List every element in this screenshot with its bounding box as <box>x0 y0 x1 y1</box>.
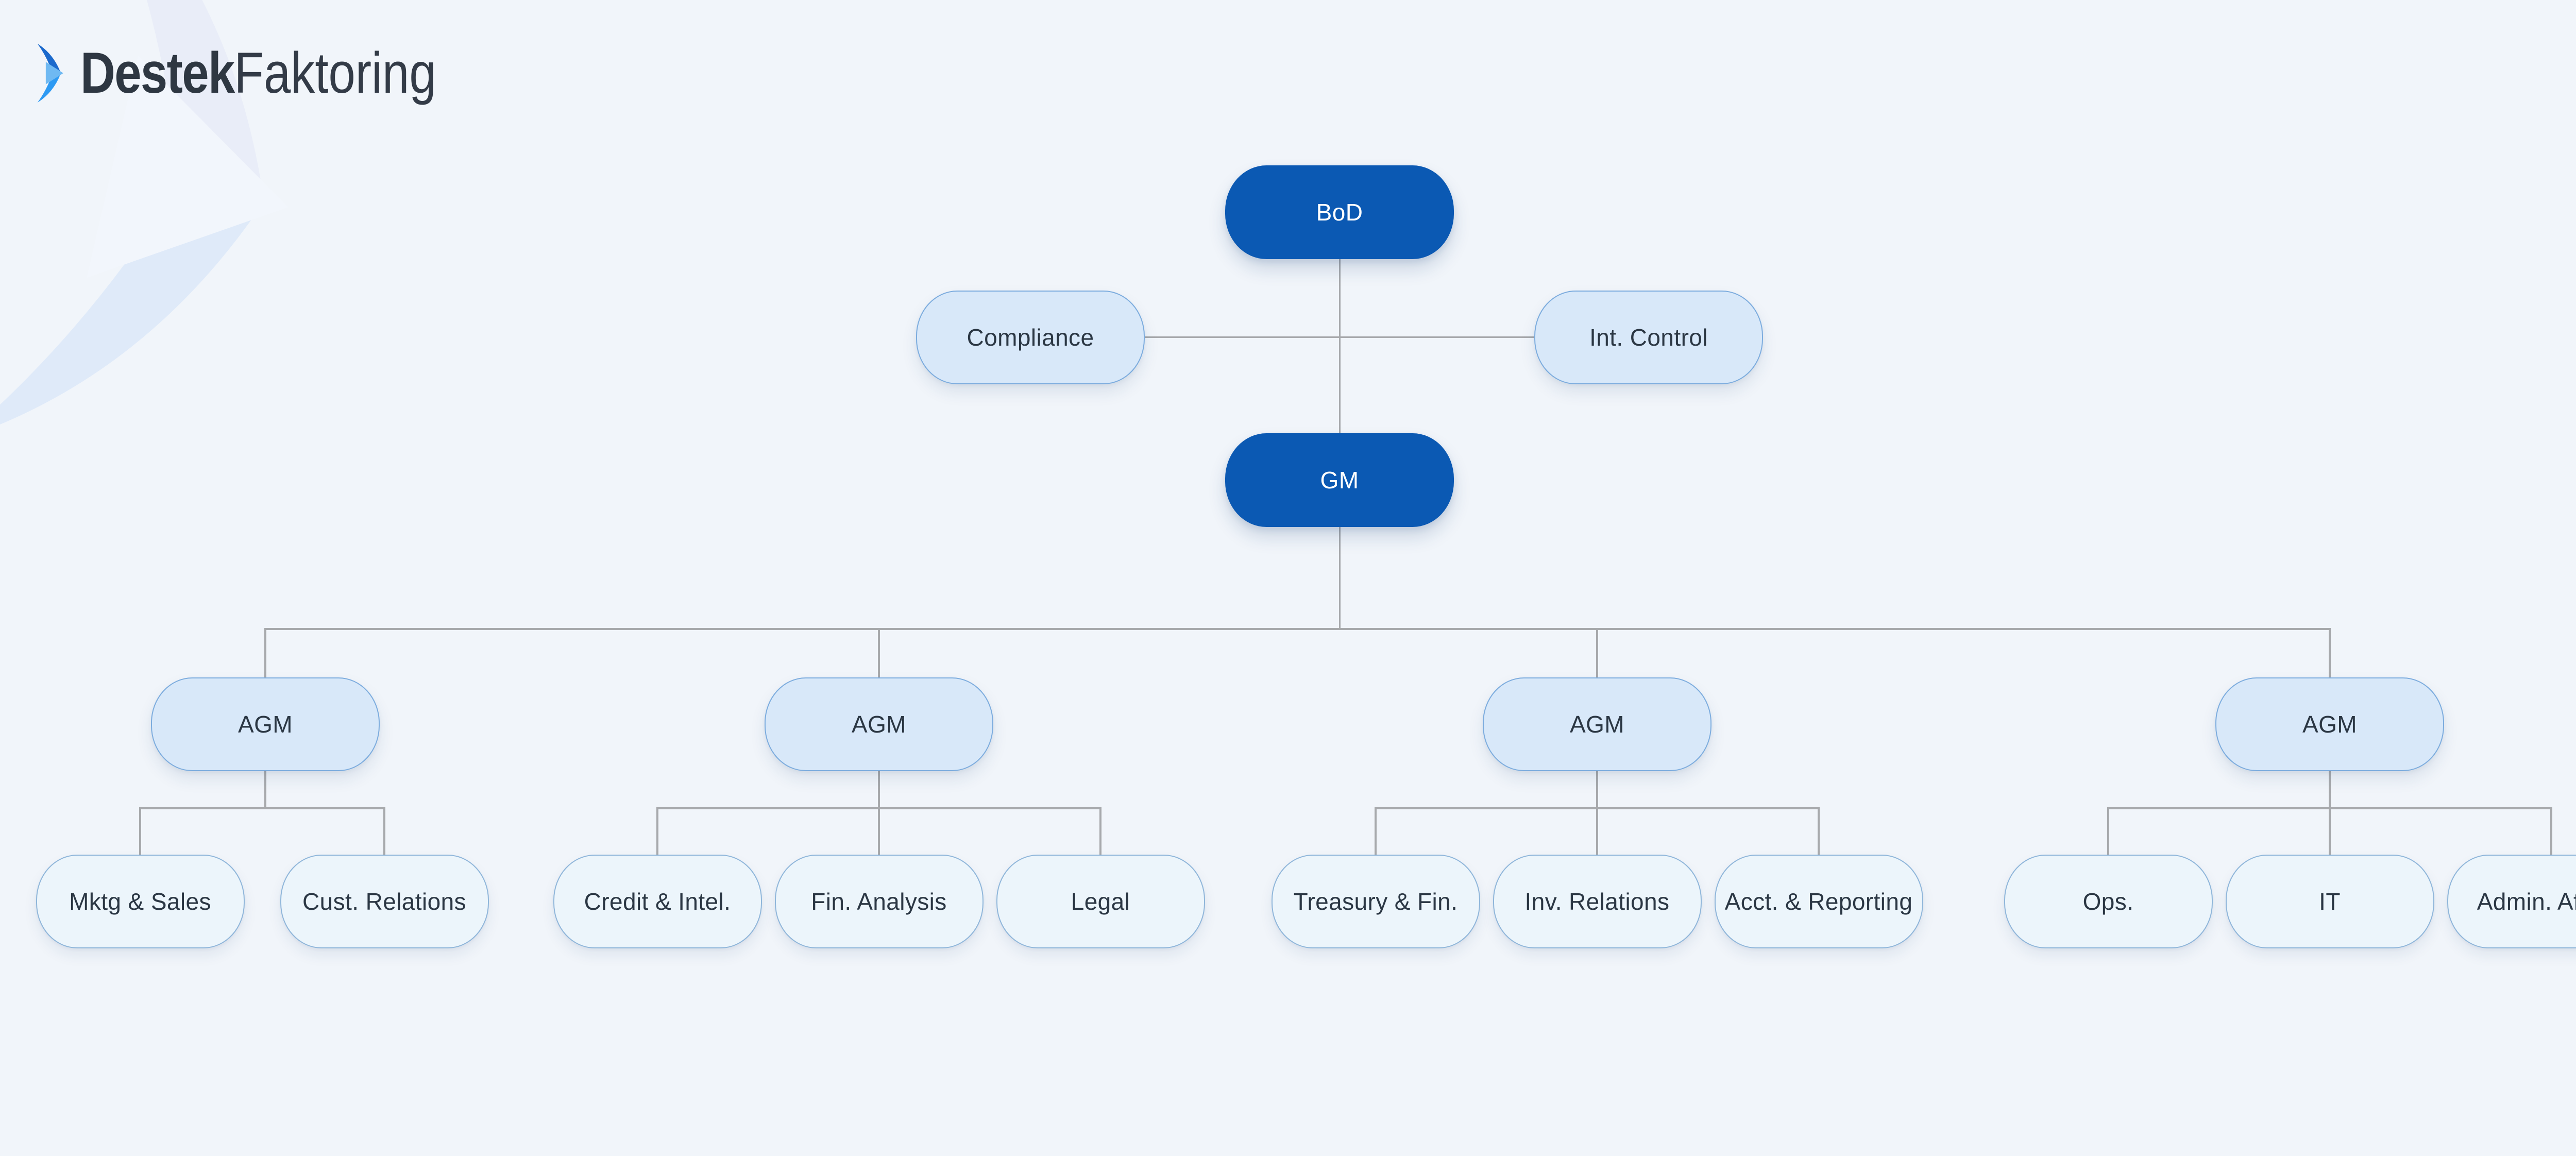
connector-mid-child-1-1 <box>139 807 141 855</box>
connector-trunk-agm-4 <box>2329 628 2331 677</box>
node-bod-label: BoD <box>1316 198 1363 226</box>
node-mktg-sales-label: Mktg & Sales <box>69 888 211 915</box>
connector-agm-mid-2 <box>878 771 880 809</box>
connector-staff <box>1145 336 1534 338</box>
node-agm-1: AGM <box>151 677 380 771</box>
brand-logo: DestekFaktoring <box>32 43 504 103</box>
node-cust-relations: Cust. Relations <box>280 855 489 948</box>
node-agm-2: AGM <box>765 677 993 771</box>
node-ops-label: Ops. <box>2082 888 2134 915</box>
connector-trunk-agm-3 <box>1596 628 1598 677</box>
node-int-control: Int. Control <box>1534 291 1763 384</box>
node-inv-relations: Inv. Relations <box>1493 855 1702 948</box>
node-credit-intel-label: Credit & Intel. <box>584 888 731 915</box>
node-ops: Ops. <box>2004 855 2213 948</box>
node-compliance: Compliance <box>916 291 1145 384</box>
node-agm-3: AGM <box>1483 677 1711 771</box>
brand-logo-text: DestekFaktoring <box>80 44 436 102</box>
node-bod: BoD <box>1225 165 1454 259</box>
connector-agm-mid-1 <box>264 771 266 809</box>
node-legal: Legal <box>996 855 1205 948</box>
node-compliance-label: Compliance <box>967 324 1094 351</box>
node-inv-relations-label: Inv. Relations <box>1524 888 1670 915</box>
node-mktg-sales: Mktg & Sales <box>36 855 245 948</box>
node-admin-affairs: Admin. Affairs <box>2447 855 2576 948</box>
node-gm: GM <box>1225 433 1454 527</box>
node-agm-1-label: AGM <box>238 710 293 738</box>
node-acct-reporting-label: Acct. & Reporting <box>1724 888 1913 915</box>
node-agm-2-label: AGM <box>852 710 906 738</box>
connector-trunk-agm-1 <box>264 628 266 677</box>
brand-name-bold: Destek <box>80 41 235 105</box>
connector-mid-child-1-2 <box>383 807 385 855</box>
brand-name-light: Faktoring <box>234 41 436 105</box>
node-cust-relations-label: Cust. Relations <box>302 888 466 915</box>
connector-mid-child-4-1 <box>2107 807 2109 855</box>
connector-agm-mid-3 <box>1596 771 1598 809</box>
connector-mid-child-3-3 <box>1818 807 1820 855</box>
node-treasury-fin-label: Treasury & Fin. <box>1293 888 1458 915</box>
node-int-control-label: Int. Control <box>1589 324 1708 351</box>
node-agm-4: AGM <box>2215 677 2444 771</box>
node-legal-label: Legal <box>1071 888 1130 915</box>
connector-mid-child-3-1 <box>1375 807 1377 855</box>
connector-trunk-agm-2 <box>878 628 880 677</box>
node-agm-3-label: AGM <box>1570 710 1624 738</box>
connector-trunk <box>264 628 2331 630</box>
connector-mid-child-2-1 <box>656 807 658 855</box>
brand-watermark-icon <box>0 0 289 439</box>
connector-agm-mid-4 <box>2329 771 2331 809</box>
node-admin-affairs-label: Admin. Affairs <box>2477 888 2576 915</box>
node-fin-analysis: Fin. Analysis <box>774 855 984 948</box>
connector-mid-child-2-2 <box>878 807 880 855</box>
connector-mid-child-2-3 <box>1099 807 1101 855</box>
connector-mid-child-4-3 <box>2550 807 2552 855</box>
node-treasury-fin: Treasury & Fin. <box>1271 855 1480 948</box>
node-it: IT <box>2225 855 2434 948</box>
connector-mid-child-4-2 <box>2329 807 2331 855</box>
connector-mid-1 <box>139 807 385 809</box>
node-credit-intel: Credit & Intel. <box>553 855 762 948</box>
connector-gm-trunk <box>1338 527 1341 630</box>
node-acct-reporting: Acct. & Reporting <box>1714 855 1923 948</box>
brand-logo-chevron-icon <box>37 43 63 103</box>
node-fin-analysis-label: Fin. Analysis <box>811 888 947 915</box>
connector-bod-gm <box>1338 259 1341 433</box>
connector-mid-child-3-2 <box>1596 807 1598 855</box>
node-gm-label: GM <box>1320 466 1359 494</box>
node-agm-4-label: AGM <box>2302 710 2357 738</box>
node-it-label: IT <box>2319 888 2341 915</box>
